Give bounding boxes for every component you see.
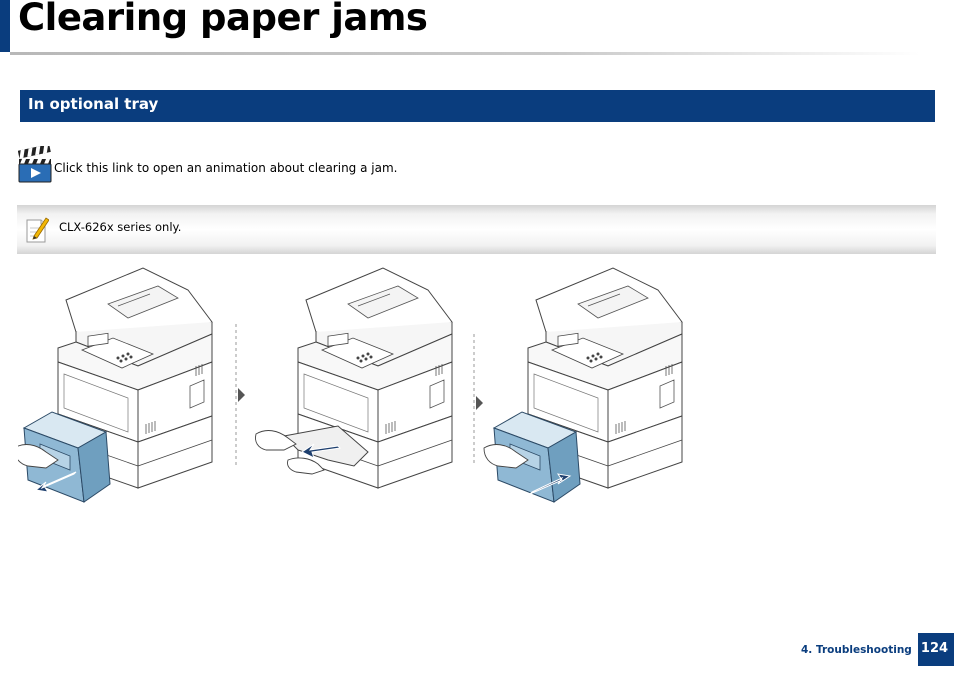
footer-section-label: 4. Troubleshooting: [801, 644, 912, 656]
animation-link[interactable]: Click this link to open an animation abo…: [54, 161, 398, 175]
clapperboard-play-icon[interactable]: [18, 146, 52, 184]
note-text: CLX-626x series only.: [59, 220, 182, 234]
title-accent-bar: [0, 0, 10, 52]
step-3-insert-tray: [483, 267, 683, 503]
title-underline: [10, 52, 920, 55]
step-2-remove-paper: [255, 267, 453, 489]
step-1-pull-tray: [18, 267, 213, 503]
page-number-badge: 124: [918, 633, 954, 666]
note-pencil-icon: [26, 217, 49, 243]
page-title: Clearing paper jams: [18, 0, 428, 39]
note-box: CLX-626x series only.: [17, 205, 936, 254]
section-header: In optional tray: [20, 90, 935, 122]
section-title: In optional tray: [28, 95, 159, 113]
page-number: 124: [920, 641, 949, 656]
tray-jam-illustration: [18, 267, 683, 503]
